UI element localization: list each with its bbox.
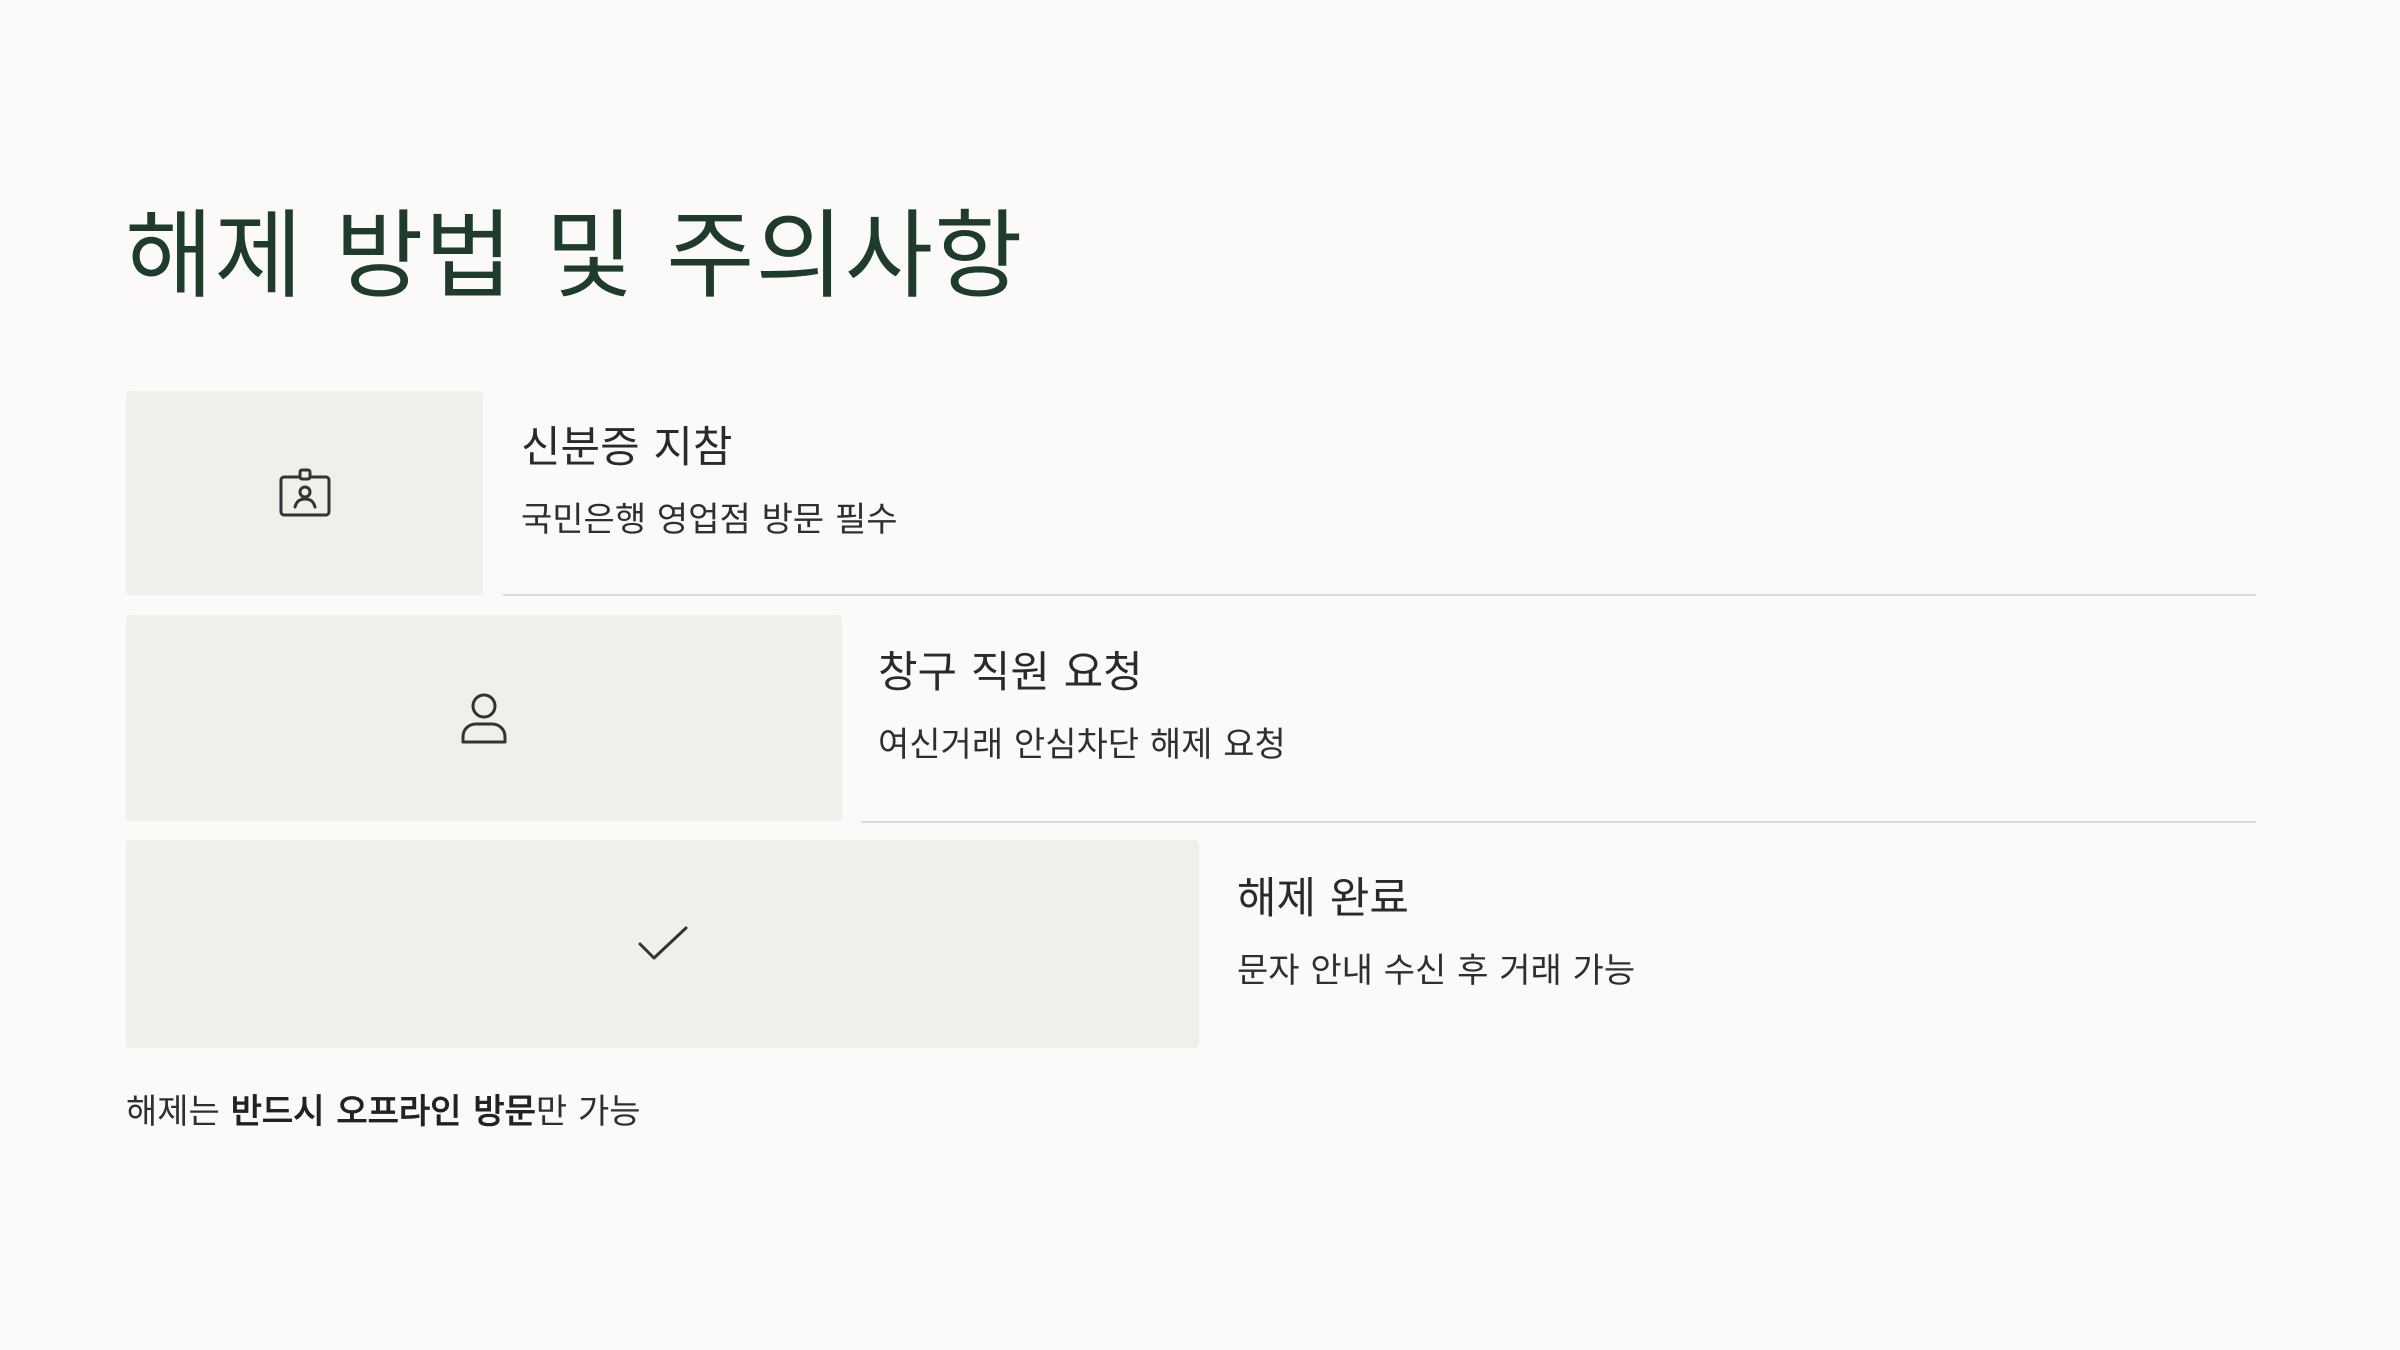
checkmark-icon xyxy=(637,925,689,963)
step-3-text: 해제 완료 문자 안내 수신 후 거래 가능 xyxy=(1237,871,1635,993)
step-1-text: 신분증 지참 국민은행 영업점 방문 필수 xyxy=(521,420,898,542)
step-2-divider xyxy=(861,821,2256,823)
step-1-heading: 신분증 지참 xyxy=(521,423,733,473)
step-2-heading: 창구 직원 요청 xyxy=(878,648,1143,698)
page-title: 해제 방법 및 주의사항 xyxy=(125,200,1024,312)
footer-note: 해제는 반드시 오프라인 방문만 가능 xyxy=(126,1090,641,1134)
step-1-icon-box xyxy=(126,391,483,595)
step-2-description: 여신거래 안심차단 해제 요청 xyxy=(878,725,1286,765)
person-icon xyxy=(460,691,508,745)
note-emphasis: 반드시 오프라인 방문 xyxy=(230,1092,536,1132)
step-2-icon-box xyxy=(126,615,842,821)
note-suffix: 만 가능 xyxy=(535,1092,641,1132)
step-2-text: 창구 직원 요청 여신거래 안심차단 해제 요청 xyxy=(878,645,1286,767)
step-3-description: 문자 안내 수신 후 거래 가능 xyxy=(1237,951,1636,991)
step-3-heading: 해제 완료 xyxy=(1237,874,1409,924)
id-badge-icon xyxy=(278,468,332,518)
step-1-divider xyxy=(503,594,2256,596)
step-3-icon-box xyxy=(126,840,1199,1048)
note-prefix: 해제는 xyxy=(126,1092,231,1132)
step-1-description: 국민은행 영업점 방문 필수 xyxy=(521,500,898,540)
